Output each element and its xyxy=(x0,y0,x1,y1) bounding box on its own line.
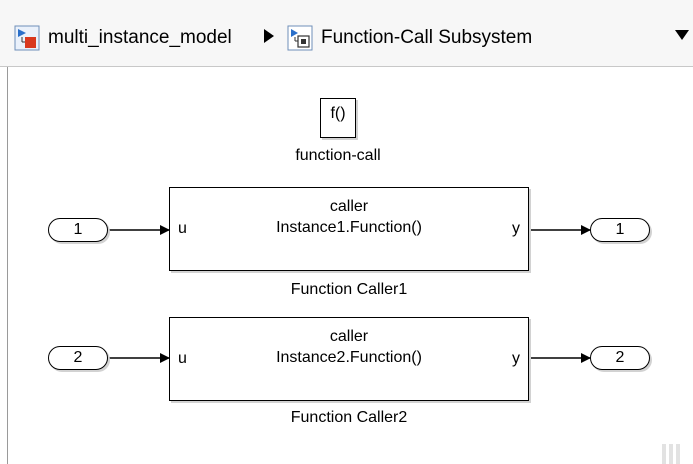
resize-grip[interactable] xyxy=(676,444,680,464)
function-caller-1-block[interactable]: caller Instance1.Function() u y xyxy=(169,187,529,271)
function-call-caption: function-call xyxy=(295,147,381,164)
block-line1: caller xyxy=(329,198,369,215)
breadcrumb-item-model[interactable]: multi_instance_model xyxy=(14,24,232,52)
function-call-block[interactable]: f() xyxy=(320,98,356,138)
function-caller-1-caption: Function Caller1 xyxy=(290,281,408,298)
breadcrumb-subsystem-label: Function-Call Subsystem xyxy=(321,27,533,48)
output-port-label: y xyxy=(512,220,520,237)
breadcrumb-model-label: multi_instance_model xyxy=(48,27,232,48)
triangle-right-icon xyxy=(264,29,274,43)
function-caller-2-block[interactable]: caller Instance2.Function() u y xyxy=(169,317,529,401)
resize-grip[interactable] xyxy=(662,444,666,464)
block-line1: caller xyxy=(329,328,369,345)
function-call-block-text: f() xyxy=(330,105,346,122)
simulink-model-icon xyxy=(14,25,40,51)
canvas-left-border xyxy=(7,67,8,464)
breadcrumb-item-subsystem[interactable]: Function-Call Subsystem xyxy=(287,24,532,52)
inport-2[interactable]: 2 xyxy=(48,346,108,370)
input-port-label: u xyxy=(178,220,187,237)
outport-2[interactable]: 2 xyxy=(590,346,650,370)
breadcrumb: multi_instance_model Function-Call Subsy… xyxy=(0,0,693,67)
block-line2: Instance2.Function() xyxy=(276,349,422,366)
function-caller-2-caption: Function Caller2 xyxy=(290,409,408,426)
subsystem-icon xyxy=(287,25,313,51)
input-port-label: u xyxy=(178,350,187,367)
outport-1[interactable]: 1 xyxy=(590,218,650,242)
triangle-down-icon[interactable] xyxy=(675,30,689,40)
block-line2: Instance1.Function() xyxy=(276,219,422,236)
resize-grip[interactable] xyxy=(669,444,673,464)
inport-1[interactable]: 1 xyxy=(48,218,108,242)
output-port-label: y xyxy=(512,350,520,367)
